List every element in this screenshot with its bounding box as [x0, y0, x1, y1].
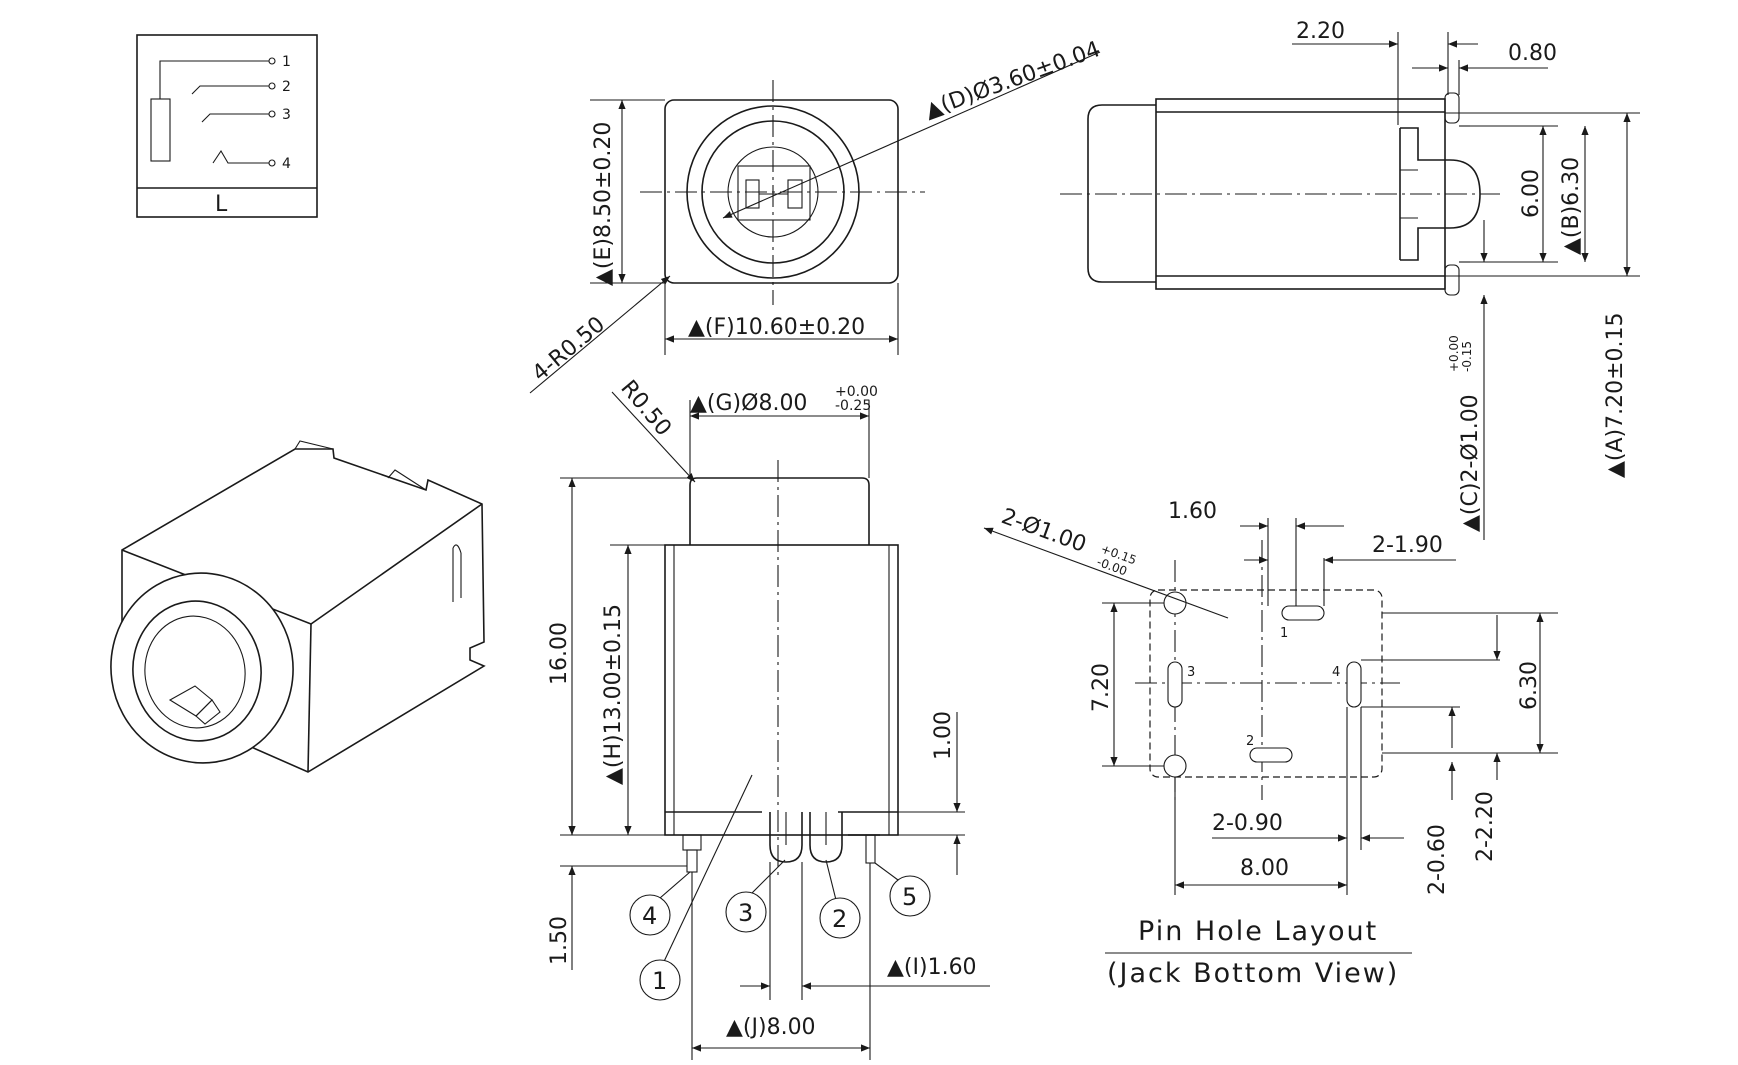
callout-2: 2: [832, 905, 847, 933]
schematic-sleeve: [150, 98, 171, 162]
dim-pin-length: 1.00: [931, 711, 956, 760]
dim-bottom-radius: R0.50: [615, 376, 675, 441]
bottom-view: R0.50 ▲(G)Ø8.00 +0.00 -0.25 16.00 ▲(H)13…: [547, 376, 990, 1060]
front-view: ▲(D)Ø3.60±0.04 ▲(E)8.50±0.20 ▲(F)10.60±0…: [528, 37, 1104, 394]
pin-label-2: 2: [1246, 734, 1254, 749]
slot-pin-1: [1281, 605, 1325, 621]
dim-base: 1.50: [547, 916, 572, 965]
schematic-label: L: [215, 192, 228, 217]
schematic-pin-2: 2: [282, 79, 291, 95]
dim-g-tol-upper: +0.00: [835, 384, 878, 400]
slot-pin-2: [1249, 747, 1293, 763]
mounting-hole-bottom: [1163, 754, 1187, 778]
dim-a: ▲(A)7.20±0.15: [1603, 312, 1628, 478]
dim-front-radius: 4-R0.50: [528, 312, 610, 387]
dim-g: ▲(G)Ø8.00: [690, 391, 807, 416]
dim-c-tol-lower: -0.15: [1460, 341, 1474, 372]
schematic-pin-1: 1: [282, 54, 291, 70]
dim-total-height: 16.00: [547, 622, 572, 685]
slot-pin-4: [1346, 661, 1362, 708]
dim-0-90: 2-0.90: [1212, 811, 1283, 836]
schematic-frame: [136, 34, 318, 218]
dim-side-top-a: 2.20: [1296, 19, 1345, 44]
dim-0-60: 2-0.60: [1425, 824, 1450, 895]
pin-hole-layout: 1 3 4 2 2-Ø1.00 +0.15 -0.00 1.60 2-1.90 …: [983, 499, 1558, 989]
dim-side-top-b: 0.80: [1508, 41, 1557, 66]
dim-7-20: 7.20: [1089, 663, 1114, 712]
dim-1-60: 1.60: [1168, 499, 1217, 524]
dim-g-tol-lower: -0.25: [835, 398, 871, 414]
dim-b: ▲(B)6.30: [1559, 157, 1584, 255]
dim-h: ▲(H)13.00±0.15: [601, 604, 626, 785]
dim-2-20: 2-2.20: [1473, 791, 1498, 862]
callout-1: 1: [652, 967, 667, 995]
isometric-view: [110, 440, 486, 773]
dim-6-30: 6.30: [1517, 661, 1542, 710]
dim-1-90: 2-1.90: [1372, 533, 1443, 558]
slot-pin-3: [1167, 661, 1183, 708]
schematic-pin-4: 4: [282, 156, 291, 172]
schematic-diagram: 1 2 3 4 L: [136, 34, 318, 218]
dim-8-00: 8.00: [1240, 856, 1289, 881]
dim-side-inner: 6.00: [1519, 169, 1544, 218]
pin-label-1: 1: [1280, 626, 1288, 641]
dim-d: ▲(D)Ø3.60±0.04: [922, 37, 1104, 124]
dim-j: ▲(J)8.00: [726, 1015, 816, 1040]
dim-c-tol-upper: +0.00: [1447, 335, 1461, 372]
schematic-pin-3: 3: [282, 107, 291, 123]
dim-f: ▲(F)10.60±0.20: [688, 315, 865, 340]
pin-label-3: 3: [1187, 665, 1195, 680]
side-view: 2.20 0.80 6.00 ▲(B)6.30 ▲(A)7.20±0.15 ▲(…: [1060, 19, 1640, 540]
callout-5: 5: [902, 883, 917, 911]
bottom-body: [664, 544, 899, 836]
callout-4: 4: [642, 902, 657, 930]
caption-title: Pin Hole Layout: [1138, 916, 1378, 947]
dim-c: ▲(C)2-Ø1.00: [1458, 394, 1483, 532]
pin-label-4: 4: [1332, 665, 1340, 680]
caption-subtitle: (Jack Bottom View): [1107, 958, 1399, 989]
callout-3: 3: [738, 899, 753, 927]
dim-i: ▲(I)1.60: [887, 955, 977, 980]
dim-e: ▲(E)8.50±0.20: [591, 122, 616, 286]
